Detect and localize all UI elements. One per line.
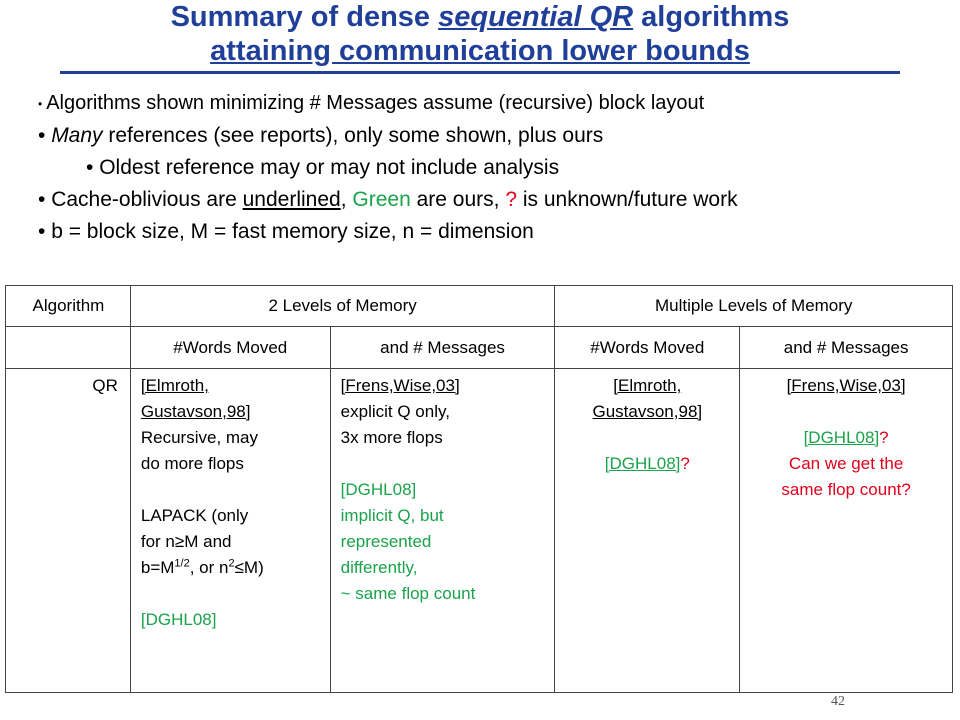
table-row-qr: QR [Elmroth, Gustavson,98] Recursive, ma… — [5, 368, 953, 693]
cell-algorithm-qr: QR — [5, 368, 131, 693]
table-header-row: Algorithm 2 Levels of Memory Multiple Le… — [5, 285, 953, 327]
bullet-list: •Algorithms shown minimizing # Messages … — [38, 87, 738, 248]
slide-title: Summary of dense sequential QR algorithm… — [0, 0, 960, 74]
bullet-3: • Oldest reference may or may not includ… — [86, 155, 560, 179]
qr-algorithms-table: Algorithm 2 Levels of Memory Multiple Le… — [5, 285, 953, 693]
title-line-1: Summary of dense sequential QR algorithm… — [170, 1, 790, 33]
header-two-levels: 2 Levels of Memory — [129, 285, 556, 327]
cell-two-level-messages: [Frens,Wise,03] explicit Q only, 3x more… — [329, 368, 556, 693]
subheader-empty — [5, 326, 131, 369]
subheader-messages-2: and # Messages — [739, 326, 953, 369]
title-line-2: attaining communication lower bounds — [60, 34, 900, 74]
bullet-5: • b = block size, M = fast memory size, … — [38, 219, 534, 243]
table-subheader-row: #Words Moved and # Messages #Words Moved… — [5, 326, 953, 369]
page-number: 42 — [831, 694, 845, 709]
bullet-1: •Algorithms shown minimizing # Messages … — [38, 92, 705, 114]
header-algorithm: Algorithm — [5, 285, 131, 327]
cell-two-level-words: [Elmroth, Gustavson,98] Recursive, may d… — [129, 368, 331, 693]
title-emphasis: sequential QR — [438, 1, 634, 33]
cell-multi-level-words: [Elmroth, Gustavson,98] [DGHL08]? — [554, 368, 741, 693]
subheader-words-moved-2: #Words Moved — [554, 326, 741, 369]
bullet-4: • Cache-oblivious are underlined, Green … — [38, 187, 738, 211]
bullet-2: • Many references (see reports), only so… — [38, 123, 604, 147]
cell-multi-level-messages: [Frens,Wise,03] [DGHL08]? Can we get the… — [739, 368, 953, 693]
subheader-messages-1: and # Messages — [329, 326, 556, 369]
subheader-words-moved-1: #Words Moved — [129, 326, 331, 369]
header-multiple-levels: Multiple Levels of Memory — [554, 285, 953, 327]
